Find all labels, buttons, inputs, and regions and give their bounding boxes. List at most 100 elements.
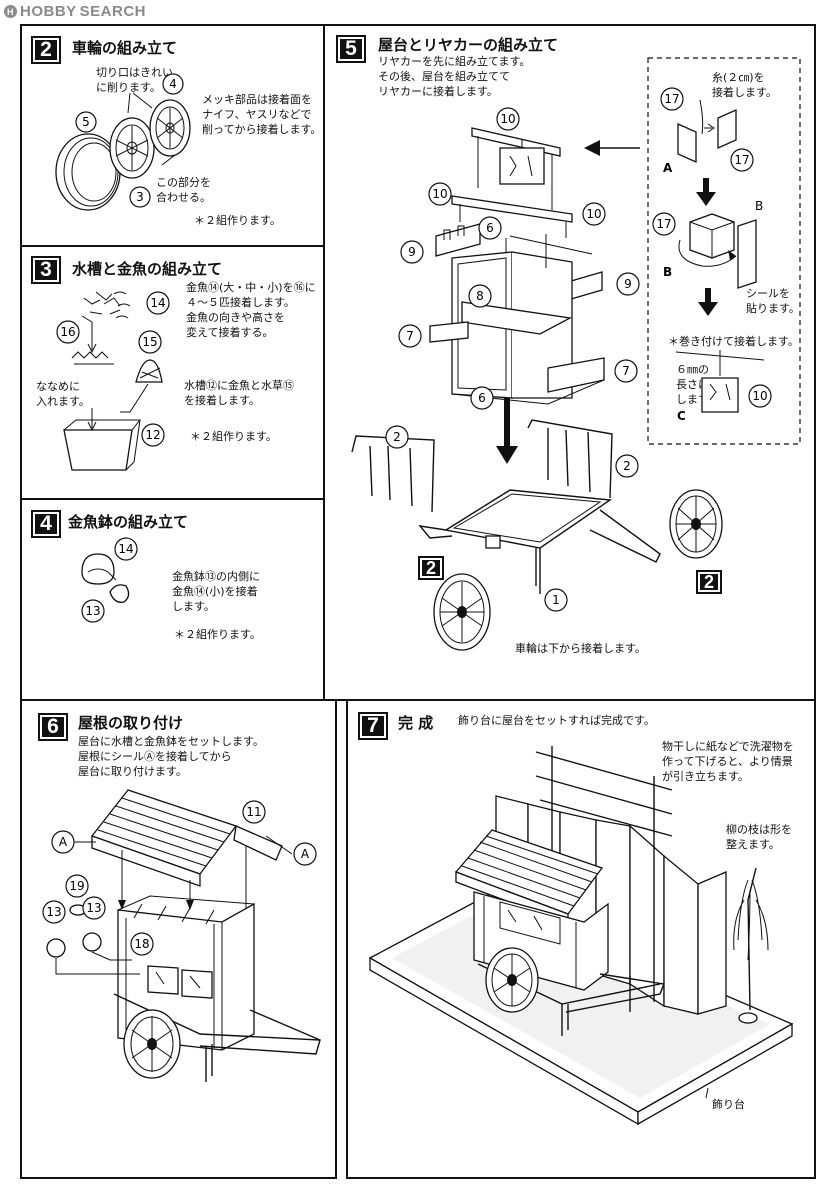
step-7-note-laundry: 物干しに紙などで洗濯物を 作って下げると、より情景 が引き立ちます。 — [662, 740, 794, 783]
step-2-note-align: この部分を 合わせる。 — [156, 176, 211, 204]
step-3-note-fish: 金魚⑭(大・中・小)を⑯に ４～５匹接着します。 金魚の向きや高さを 変えて接着… — [186, 281, 316, 339]
svg-text:A: A — [59, 835, 68, 849]
frame-left-top — [20, 24, 22, 700]
step-4-title: 金魚鉢の組み立て — [68, 513, 189, 531]
svg-text:16: 16 — [60, 325, 75, 339]
step-5-note-thread: 糸(２㎝)を 接着します。 — [712, 71, 777, 99]
svg-text:2: 2 — [393, 430, 401, 444]
step-5-note-wheel: 車輪は下から接着します。 — [515, 642, 646, 655]
frame6-right — [335, 699, 337, 1179]
svg-text:13: 13 — [85, 604, 100, 618]
part-num-5: 5 — [75, 111, 97, 133]
svg-text:19: 19 — [69, 879, 84, 893]
frame-mid-vertical — [323, 24, 325, 700]
svg-text:10: 10 — [500, 112, 515, 126]
svg-text:11: 11 — [246, 805, 261, 819]
svg-text:17: 17 — [664, 92, 679, 106]
svg-text:17: 17 — [734, 153, 749, 167]
svg-text:18: 18 — [134, 937, 149, 951]
stall-sign-board — [499, 147, 545, 185]
part-num-17-b: 17 — [652, 212, 676, 236]
part-num-18: 18 — [130, 932, 154, 956]
svg-text:12: 12 — [145, 428, 160, 442]
step-3-note-diag: ななめに 入れます。 — [36, 380, 90, 408]
frame7-top — [346, 699, 816, 701]
step-3-title: 水槽と金魚の組み立て — [72, 260, 223, 278]
fish-sprue — [81, 291, 131, 323]
step-2-title: 車輪の組み立て — [72, 39, 178, 57]
step-6-badge: 6 — [38, 713, 68, 741]
step-3-note-count: ＊２組作ります。 — [190, 430, 277, 443]
ref-badge-2-right: 2 — [696, 570, 722, 594]
step-4-note-count: ＊２組作ります。 — [174, 628, 261, 641]
weed-part — [71, 351, 114, 365]
step-4-note-bowl: 金魚鉢⑬の内側に 金魚⑭(小)を接着 します。 — [172, 570, 260, 613]
part-num-7-left: 7 — [398, 324, 422, 348]
svg-text:8: 8 — [476, 289, 484, 303]
part-num-10-inset: 10 — [748, 384, 772, 408]
part-num-6-bottom: 6 — [470, 386, 494, 410]
divider-3-4 — [20, 498, 325, 500]
part-num-10-right: 10 — [582, 202, 606, 226]
step-5-note-seal: シールを 貼ります。 — [746, 287, 800, 315]
part-num-19: 19 — [65, 874, 89, 898]
step-5-badge: 5 — [336, 35, 366, 63]
part-num-12: 12 — [141, 423, 165, 447]
svg-text:13: 13 — [46, 905, 61, 919]
willow-tree — [733, 867, 769, 1024]
frame6-left — [20, 699, 22, 1179]
tank-part — [63, 419, 142, 471]
part-num-8: 8 — [468, 284, 492, 308]
svg-text:6: 6 — [486, 221, 494, 235]
svg-text:7: 7 — [622, 364, 630, 378]
divider-2-3 — [20, 245, 325, 247]
frame-right-top — [814, 24, 816, 700]
frame7-bottom — [346, 1177, 816, 1179]
part-num-9-left: 9 — [400, 240, 424, 264]
part-num-13: 13 — [81, 599, 105, 623]
svg-text:5: 5 — [82, 115, 90, 129]
wheel-rim-part — [149, 99, 191, 157]
seal-a-right: A — [293, 842, 317, 866]
part-num-14-small: 14 — [114, 537, 138, 561]
part-num-9-right: 9 — [616, 272, 640, 296]
step-5-intro: リヤカーを先に組み立てます。 その後、屋台を組み立てて リヤカーに接着します。 — [378, 55, 531, 98]
svg-text:10: 10 — [432, 187, 447, 201]
watermark-suffix: SEARCH — [79, 3, 147, 20]
stall-frame — [429, 127, 605, 405]
cart-wheel-left — [433, 573, 491, 651]
watermark-logo-icon: H — [4, 5, 17, 18]
inset-label-b: B — [663, 265, 672, 279]
step-3-note-tank: 水槽⑫に金魚と水草⑮ を接着します。 — [184, 379, 294, 407]
inset-dashed-box — [647, 57, 801, 445]
finished-wheel — [485, 947, 539, 1013]
water-plant-part — [135, 359, 163, 383]
part-num-16: 16 — [56, 320, 80, 344]
cart-wheel-right — [669, 489, 723, 559]
svg-text:A: A — [301, 847, 310, 861]
part-num-3: 3 — [129, 186, 151, 208]
watermark: H HOBBY SEARCH — [4, 3, 146, 20]
svg-text:1: 1 — [552, 593, 560, 607]
inset-label-c: C — [677, 409, 686, 423]
svg-text:10: 10 — [752, 389, 767, 403]
ref-badge-2-left: 2 — [418, 556, 444, 580]
part-num-14: 14 — [146, 291, 170, 315]
step-7-badge: 7 — [358, 712, 388, 740]
step-2-badge: 2 — [31, 36, 61, 64]
part-num-2-left: 2 — [385, 425, 409, 449]
inset-b-lantern-cube — [678, 213, 757, 289]
step-7-title: 完 成 — [398, 714, 434, 732]
svg-text:14: 14 — [150, 296, 165, 310]
part-num-7-right: 7 — [614, 359, 638, 383]
step-4-badge: 4 — [31, 510, 61, 538]
step-7-note-base: 飾り台 — [712, 1098, 745, 1111]
part-num-4: 4 — [162, 73, 184, 95]
part-num-17-a-right: 17 — [730, 148, 754, 172]
